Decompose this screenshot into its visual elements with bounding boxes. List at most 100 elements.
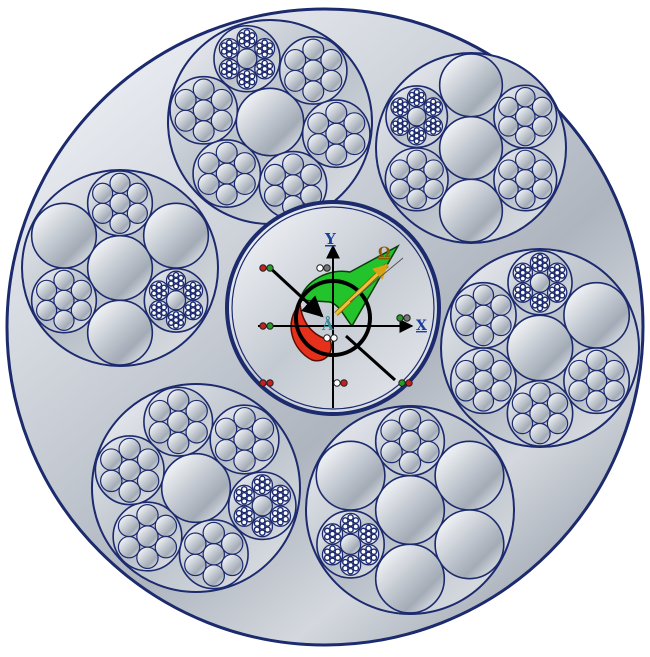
fine-wire (361, 528, 366, 533)
fine-wire (343, 524, 348, 529)
fine-wire (186, 311, 191, 316)
fine-wire (436, 127, 441, 132)
wire (252, 439, 273, 460)
fine-wire (242, 487, 247, 492)
fine-wire (157, 313, 162, 318)
fine-wire (538, 266, 543, 271)
fine-wire (232, 43, 237, 48)
wire (321, 50, 342, 71)
fine-wire (196, 305, 201, 310)
wire (71, 280, 91, 300)
fine-wire (533, 303, 538, 308)
wire (303, 81, 324, 102)
fine-wire (538, 300, 543, 305)
fine-wire (555, 270, 560, 275)
wire (491, 295, 511, 315)
fine-wire (520, 264, 525, 269)
fine-wire (236, 511, 241, 516)
wire (512, 393, 532, 413)
indicator-dot (260, 380, 266, 386)
fine-wire (278, 493, 283, 498)
wire (301, 164, 322, 185)
solid-core (507, 315, 572, 380)
wire (390, 179, 409, 198)
fine-wire (335, 528, 340, 533)
fine-wire (525, 273, 530, 278)
fine-wire (236, 490, 241, 495)
indicator-dot (406, 380, 412, 386)
fine-wire (267, 43, 272, 48)
solid-core (376, 476, 445, 545)
fine-wire (232, 63, 237, 68)
fine-wire (242, 493, 247, 498)
wire (149, 400, 170, 421)
wire (530, 383, 550, 403)
wire (499, 160, 518, 179)
wire (532, 160, 551, 179)
wire (473, 285, 493, 305)
fine-wire (157, 282, 162, 287)
fine-wire (361, 549, 366, 554)
wire (234, 174, 255, 195)
wire (530, 423, 550, 443)
wire (215, 418, 236, 439)
fine-wire (250, 80, 255, 85)
fine-wire (538, 294, 543, 299)
fine-wire (186, 291, 191, 296)
wire (168, 390, 189, 411)
fine-wire (431, 99, 436, 104)
fine-wire (560, 293, 565, 298)
fine-wire (232, 69, 237, 74)
fine-wire (361, 534, 366, 539)
wire (168, 432, 189, 453)
core-wire (340, 534, 360, 554)
fine-wire (196, 291, 201, 296)
indicator-dot (260, 265, 266, 271)
cable-bundle-2 (376, 53, 566, 243)
indicator-dot (404, 315, 410, 321)
wire (155, 537, 176, 558)
omega-label: Ω (378, 245, 390, 261)
wire (516, 107, 535, 126)
fine-wire (398, 129, 403, 134)
fine-wire (520, 276, 525, 281)
fine-wire (196, 285, 201, 290)
x-axis-label: X (416, 318, 427, 334)
fine-wire (257, 49, 262, 54)
fine-wire (222, 69, 227, 74)
fine-wire (191, 288, 196, 293)
wire (185, 533, 206, 554)
wire (118, 515, 139, 536)
wire (127, 203, 147, 223)
core-wire (252, 496, 272, 516)
fine-wire (260, 530, 265, 535)
fine-wire (542, 263, 547, 268)
fine-wire (348, 563, 353, 568)
core-wire (407, 107, 425, 125)
fine-wire (330, 525, 335, 530)
fine-wire (272, 511, 277, 516)
fine-wire (244, 71, 249, 76)
wire (119, 481, 140, 502)
wire (216, 142, 237, 163)
origin-label: Å (321, 316, 334, 334)
wire (547, 393, 567, 413)
cable-bundle-6 (306, 406, 514, 614)
fine-wire (157, 294, 162, 299)
fine-wire (161, 311, 166, 316)
fine-wire (371, 534, 376, 539)
wire (211, 89, 232, 110)
wire (93, 203, 113, 223)
fine-wire (550, 267, 555, 272)
fine-wire (525, 287, 530, 292)
fine-wire (393, 102, 398, 107)
fine-wire (515, 267, 520, 272)
fine-wire (419, 131, 424, 136)
fine-wire (227, 52, 232, 57)
wire (149, 422, 170, 443)
fine-wire (239, 74, 244, 79)
fine-wire (560, 273, 565, 278)
fine-wire (169, 281, 174, 286)
fine-wire (426, 107, 431, 112)
fine-wire (325, 555, 330, 560)
